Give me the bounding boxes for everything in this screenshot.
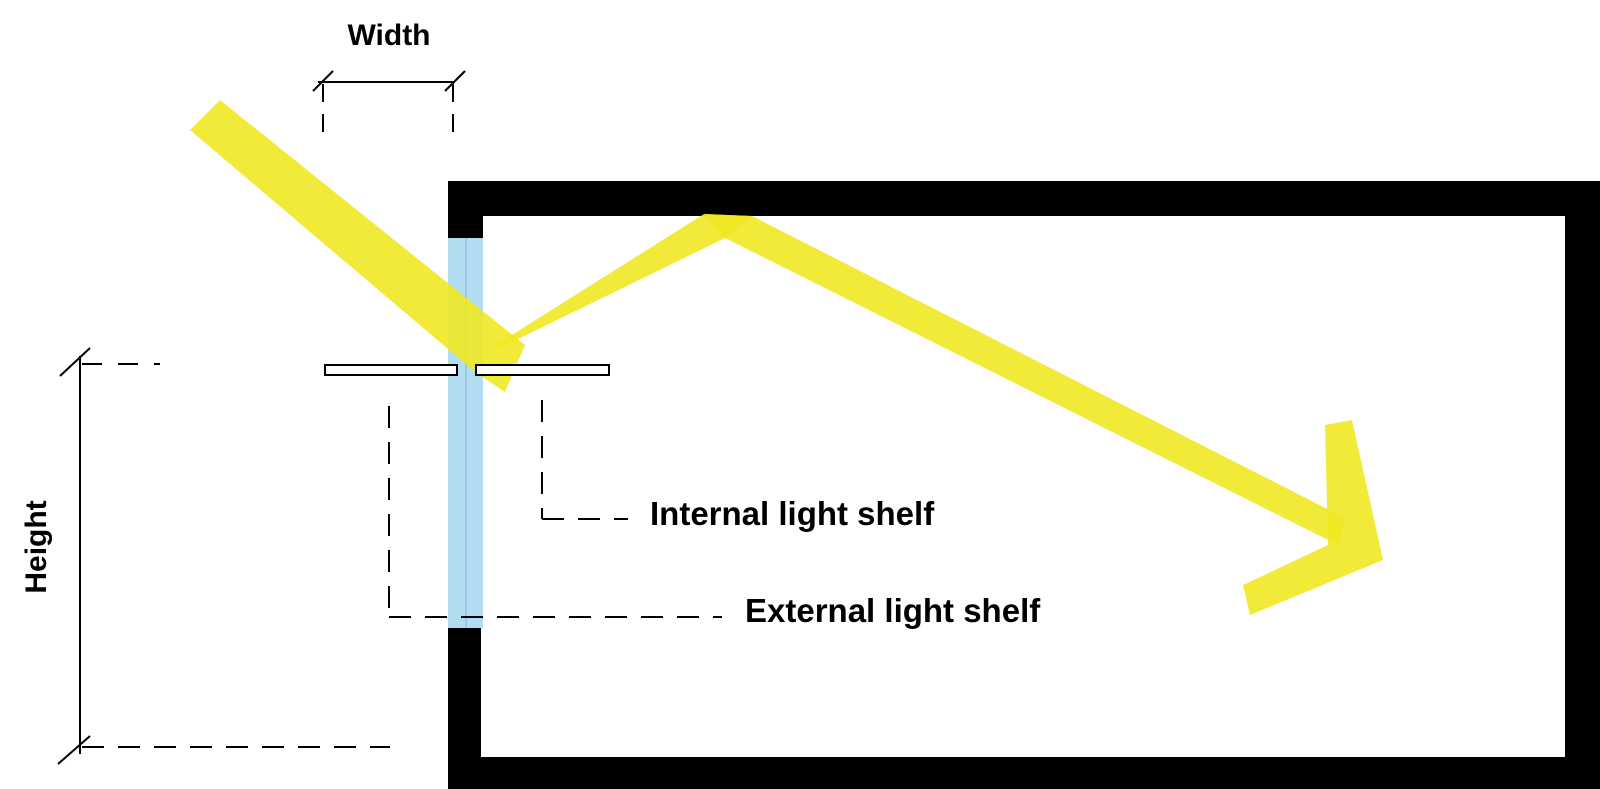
right-wall xyxy=(1565,181,1600,789)
left-wall-upper xyxy=(448,181,483,238)
ceiling-wall xyxy=(448,181,1600,216)
width-tick-left xyxy=(312,70,334,92)
external-light-shelf xyxy=(324,364,458,376)
external-light-shelf-label: External light shelf xyxy=(745,592,1041,629)
light-ray xyxy=(190,100,1383,615)
light-ray-reflected-up xyxy=(488,214,752,350)
leader-internal: Internal light shelf xyxy=(541,400,935,532)
internal-light-shelf-label: Internal light shelf xyxy=(650,495,935,532)
height-dimension: Height xyxy=(20,347,390,765)
height-tick-top xyxy=(59,347,91,377)
width-label: Width xyxy=(347,19,430,52)
room-walls xyxy=(448,181,1600,789)
light-ray-reflected-down xyxy=(704,214,1345,545)
left-wall-lower xyxy=(448,628,481,789)
width-dimension: Width xyxy=(312,19,466,135)
light-shelves xyxy=(324,364,610,376)
leader-external: External light shelf xyxy=(388,406,1041,629)
internal-light-shelf xyxy=(475,364,610,376)
height-tick-bottom xyxy=(57,735,91,765)
floor-wall xyxy=(448,757,1600,789)
light-ray-arrowhead xyxy=(1243,420,1383,615)
width-tick-right xyxy=(444,70,466,92)
height-label: Height xyxy=(20,500,53,593)
light-ray-incoming xyxy=(190,100,525,392)
